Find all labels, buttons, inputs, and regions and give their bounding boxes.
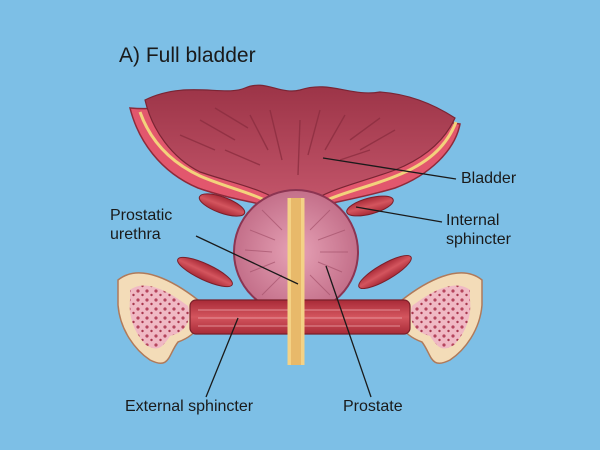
leader-lines [195,157,457,398]
diagram-title: A) Full bladder [119,44,256,67]
external-sphincter-label: External sphincter [125,398,254,415]
internal-sphincter-label: Internal sphincter [446,211,511,249]
pelvic-bone-right [397,272,483,364]
internal-sphincter [177,193,412,290]
urethra [287,198,305,365]
prostatic-urethra-label: Prostatic urethra [110,206,172,244]
prostatic-urethra-label-line1: Prostatic [110,207,173,224]
bladder-lumen [144,84,456,206]
bladder-folds [179,107,396,176]
prostate-label: Prostate [343,398,403,415]
internal-sphincter-label-line1: Internal [446,212,500,229]
prostatic-urethra-label-line2: urethra [110,226,161,243]
bladder-label: Bladder [461,170,517,187]
urethra-lumen [291,198,301,365]
pelvic-bone-left [117,272,203,364]
internal-sphincter-label-line2: sphincter [446,231,511,248]
